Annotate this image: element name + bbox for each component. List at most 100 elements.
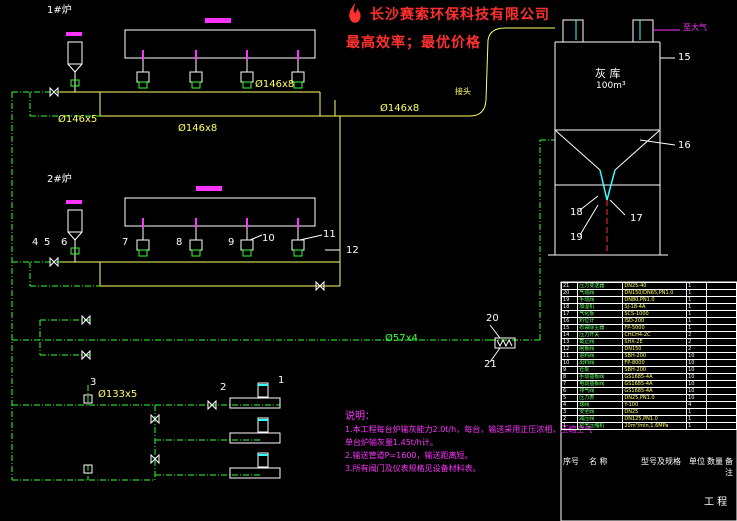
furnace1-marker	[66, 32, 82, 36]
bom-cell-no: 18	[560, 303, 579, 311]
bom-cell-no: 20	[560, 289, 579, 297]
callout-7: 7	[122, 237, 129, 248]
bom-cell-spec: GS1685-4A	[622, 387, 688, 395]
bom-cell-no: 6	[560, 387, 579, 395]
bom-cell-qty: 10	[686, 359, 707, 367]
bom-header-spec: 型号及规格	[641, 457, 681, 466]
bom-cell-note	[705, 394, 737, 402]
bom-cell-note	[705, 359, 737, 367]
silo-level-mark	[575, 20, 641, 40]
furnace2-pump	[67, 209, 83, 262]
notes-line-3: 2.输送管道P=1600，输送距离短。	[345, 451, 473, 460]
callout-8: 8	[176, 237, 183, 248]
furnace1-label: 1#炉	[47, 5, 72, 16]
air-compressors	[229, 382, 281, 479]
callout-12: 12	[346, 245, 359, 256]
bom-cell-no: 8	[560, 373, 579, 381]
notes-line-4: 3.所有阀门及仪表规格见设备材料表。	[345, 464, 481, 473]
furnace2-box-marker	[196, 186, 222, 191]
ash-silo	[548, 19, 668, 256]
bom-header-name: 名 称	[589, 457, 608, 466]
bom-cell-spec: 20m³/min,1.6MPa	[622, 422, 688, 430]
bom-cell-name: 加湿机	[577, 303, 624, 311]
bom-cell-no: 3	[560, 408, 579, 416]
bom-cell-spec: FP-8000	[622, 359, 688, 367]
vent-label: 至大气	[683, 23, 707, 32]
bom-cell-spec: FP-5000	[622, 324, 688, 332]
bom-cell-note	[705, 422, 737, 430]
bom-cell-qty: 1	[686, 296, 707, 304]
furnace2-pumps	[136, 226, 305, 251]
callout-16: 16	[678, 140, 691, 151]
bom-cell-no: 10	[560, 359, 579, 367]
bom-cell-note	[705, 408, 737, 416]
bom-cell-name: 空气压缩机	[577, 422, 624, 430]
bom-cell-qty: 2	[686, 331, 707, 339]
bom-cell-note	[705, 345, 737, 353]
bom-header-unit: 单位	[689, 457, 705, 466]
bom-cell-name: 手动阀	[577, 296, 624, 304]
bom-cell-name: 布袋除尘器	[577, 324, 624, 332]
bom-cell-no: 9	[560, 366, 579, 374]
bom-cell-note	[705, 310, 737, 318]
notes-line-2: 单台炉输灰量1.45t/h计。	[345, 438, 438, 447]
bom-cell-qty: 10	[686, 387, 707, 395]
bom-header-no: 序号	[563, 457, 579, 466]
bom-cell-qty: 4	[686, 401, 707, 409]
bom-cell-note	[705, 338, 737, 346]
furnace1-pump	[67, 41, 83, 92]
bom-cell-qty: 1	[686, 324, 707, 332]
bom-cell-no: 16	[560, 317, 579, 325]
bom-cell-spec: ISD-200	[622, 317, 688, 325]
bom-header: 序号 名 称 型号及规格 单位 数量 备注	[561, 456, 737, 477]
pipe-label-2: Ø146x8	[255, 79, 295, 90]
bom-cell-name: 安全阀	[577, 408, 624, 416]
bom-cell-name: 闸板阀	[577, 345, 624, 353]
bom-cell-name: 仓泵	[577, 366, 624, 374]
bom-cell-note	[705, 296, 737, 304]
company-slogan: 最高效率；最优价格	[346, 35, 481, 51]
bom-cell-spec: SJ-18-4A	[622, 303, 688, 311]
callout-17: 17	[630, 213, 643, 224]
pipe-label-1: Ø146x5	[58, 114, 98, 125]
bom-cell-no: 7	[560, 380, 579, 388]
bom-cell-spec: SBH-200	[622, 366, 688, 374]
bom-cell-note	[705, 366, 737, 374]
bom-cell-no: 11	[560, 352, 579, 360]
bom-cell-name: 减压阀	[577, 415, 624, 423]
bom-cell-name: 压力变送器	[577, 282, 624, 290]
bom-cell-no: 12	[560, 345, 579, 353]
valves	[49, 86, 325, 474]
notes-line-1: 1.本工程每台炉输灰能力2.0t/h，每台，输送采用正压浓相，压缩空气	[345, 425, 593, 434]
bom-cell-name: 气动阀	[577, 289, 624, 297]
silo-volume: 100m³	[596, 81, 626, 91]
callout-21: 21	[484, 359, 497, 370]
bom-cell-qty: 2	[686, 345, 707, 353]
bom-cell-note	[705, 324, 737, 332]
bom-cell-spec: SHX-2E	[622, 338, 688, 346]
bom-cell-spec: DN80,PN1.0	[622, 296, 688, 304]
bom-cell-name: 截止阀	[577, 338, 624, 346]
bom-cell-no: 1	[560, 422, 579, 430]
callout-2: 2	[220, 382, 227, 393]
bom-cell-no: 21	[560, 282, 579, 290]
bom-cell-qty: 10	[686, 366, 707, 374]
bom-cell-note	[705, 415, 737, 423]
bom-cell-note	[705, 352, 737, 360]
bom-header-qty: 数量	[707, 457, 723, 466]
callout-10: 10	[262, 233, 275, 244]
notes-title: 说明：	[345, 411, 375, 422]
furnace2-ash-hopper-box	[124, 197, 316, 227]
bom-cell-note	[705, 282, 737, 290]
bom-cell-name: 排气阀	[577, 387, 624, 395]
bom-cell-no: 19	[560, 296, 579, 304]
